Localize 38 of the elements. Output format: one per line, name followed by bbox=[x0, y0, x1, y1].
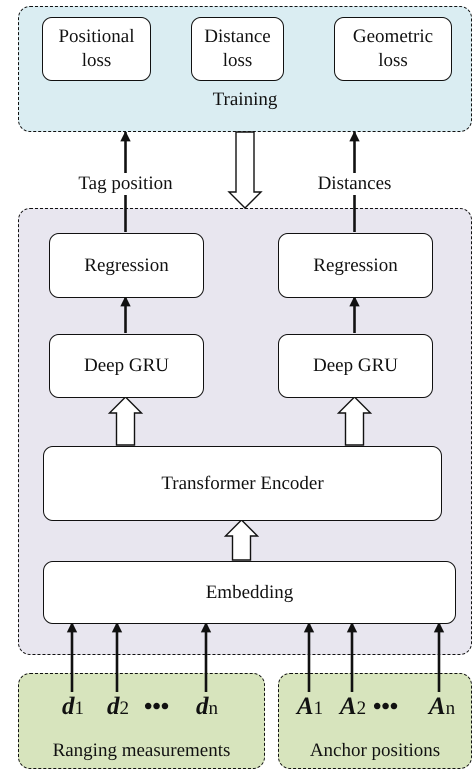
process-box: Embedding bbox=[43, 561, 456, 624]
hollow-arrow bbox=[108, 396, 144, 446]
ellipsis-dots: ••• bbox=[373, 694, 398, 721]
process-box: Transformer Encoder bbox=[43, 446, 442, 521]
input-symbol: A2 bbox=[340, 693, 366, 721]
input-symbol: d2 bbox=[107, 693, 129, 721]
group-heading: Anchor positions bbox=[308, 740, 442, 762]
process-box: Geometric loss bbox=[334, 17, 452, 81]
process-box: Regression bbox=[49, 233, 204, 298]
arrow bbox=[304, 622, 314, 692]
input-symbol: dn bbox=[196, 693, 218, 721]
input-symbol: An bbox=[428, 693, 456, 721]
process-box: Regression bbox=[278, 233, 433, 298]
process-box: Positional loss bbox=[42, 17, 151, 81]
dashed-group-panel bbox=[278, 673, 472, 769]
dashed-group-panel bbox=[18, 673, 265, 769]
group-heading: Ranging measurements bbox=[52, 740, 232, 762]
input-symbol: d1 bbox=[62, 693, 84, 721]
dashed-group-panel bbox=[18, 6, 472, 132]
hollow-arrow bbox=[227, 131, 263, 209]
dashed-group-panel bbox=[18, 208, 472, 655]
process-box: Distance loss bbox=[191, 17, 284, 81]
process-box: Deep GRU bbox=[278, 334, 433, 398]
process-box: Deep GRU bbox=[49, 334, 204, 398]
hollow-arrow bbox=[336, 396, 372, 446]
hollow-arrow bbox=[224, 519, 260, 561]
ellipsis-dots: ••• bbox=[144, 694, 170, 721]
arrow bbox=[66, 622, 78, 692]
input-symbol: A1 bbox=[296, 693, 324, 721]
edge-label: Distances bbox=[316, 173, 394, 195]
arrow bbox=[200, 622, 212, 692]
group-heading: Training bbox=[212, 89, 278, 111]
arrow bbox=[112, 622, 122, 692]
arrow bbox=[120, 296, 131, 333]
arrow bbox=[346, 622, 358, 692]
arrow bbox=[434, 622, 444, 692]
edge-label: Tag position bbox=[76, 173, 175, 195]
arrow bbox=[349, 296, 360, 333]
